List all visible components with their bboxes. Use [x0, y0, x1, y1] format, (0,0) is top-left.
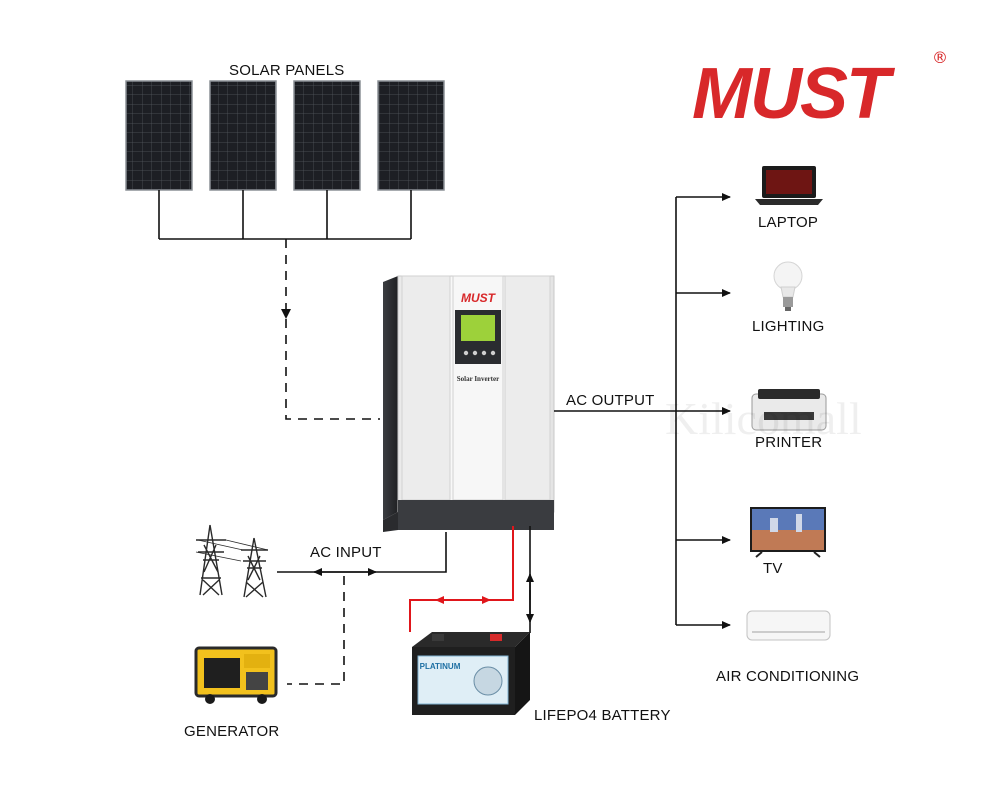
inverter-logo: MUST: [461, 291, 497, 305]
printer-icon: [751, 389, 827, 431]
ac-input-label: AC INPUT: [310, 544, 382, 561]
ac-output-wiring: [554, 193, 731, 629]
air-conditioning-label: AIR CONDITIONING: [716, 668, 860, 685]
generator-dashed-line: [287, 576, 345, 685]
generator-icon: [194, 646, 278, 704]
generator-label: GENERATOR: [184, 723, 280, 740]
laptop-label: LAPTOP: [758, 214, 819, 231]
dc-input-dashed-line: [285, 239, 380, 420]
watermark: Kilicomall: [665, 393, 862, 444]
inverter-model-text: Solar Inverter: [457, 375, 499, 383]
printer-label: PRINTER: [755, 434, 823, 451]
solar-panel: [125, 80, 193, 191]
tv-icon: [750, 507, 826, 558]
panel-wiring: [158, 190, 412, 240]
solar-panel: [293, 80, 361, 191]
tv-label: TV: [763, 560, 783, 577]
solar-panel: [209, 80, 277, 191]
ac-input-wiring: [277, 532, 447, 576]
lighting-label: LIGHTING: [752, 318, 825, 335]
battery-icon: [412, 632, 530, 715]
dc-input-arrow-icon: [281, 309, 291, 319]
battery-label: LIFEPO4 BATTERY: [534, 707, 671, 724]
power-tower-icon: [195, 524, 269, 598]
solar-panels-label: SOLAR PANELS: [229, 62, 345, 79]
inverter-icon: [383, 275, 555, 532]
battery-wiring: [409, 526, 534, 633]
registered-mark: ®: [932, 48, 948, 67]
solar-panels-icon: [125, 80, 445, 191]
light-bulb-icon: [773, 261, 803, 311]
brand-logo: MUST: [692, 54, 890, 134]
air-conditioner-icon: [746, 610, 831, 641]
laptop-icon: [755, 166, 823, 205]
solar-panel: [377, 80, 445, 191]
battery-face-label: PLATINUM: [420, 662, 461, 671]
ac-output-label: AC OUTPUT: [566, 392, 655, 409]
